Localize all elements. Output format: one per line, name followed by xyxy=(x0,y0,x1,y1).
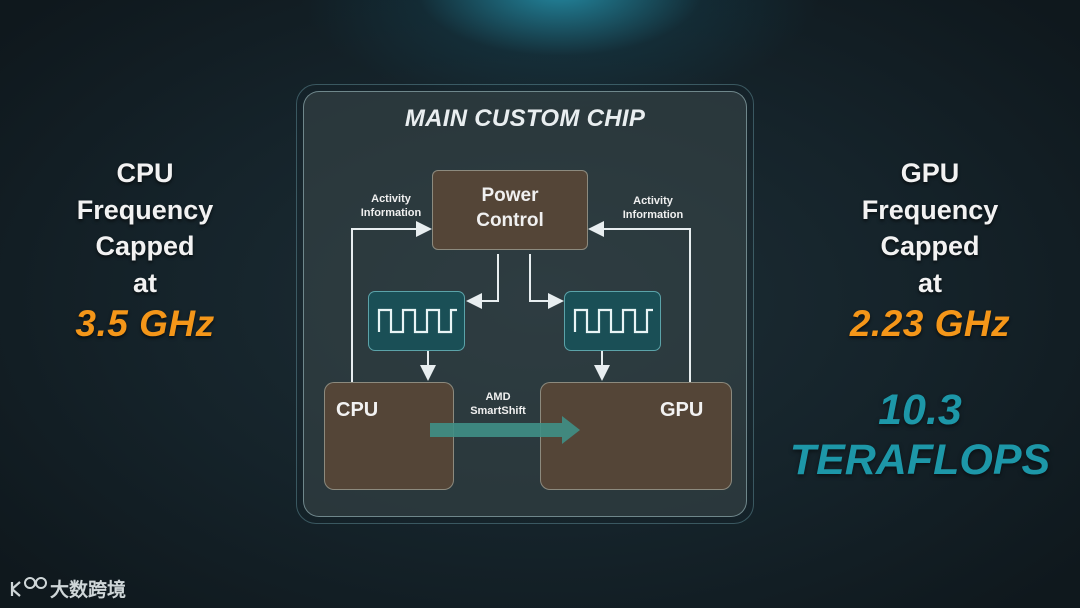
gpu-panel-line-4: at xyxy=(917,267,942,298)
power-control-line-2: Control xyxy=(476,210,544,231)
activity-left-line-1: Activity xyxy=(371,193,411,205)
gpu-frequency-value: 2.23 GHz xyxy=(849,303,1011,344)
chip-outer-frame xyxy=(296,84,754,524)
amd-line-1: AMD xyxy=(485,391,511,403)
cpu-clock-box xyxy=(368,291,465,351)
gpu-panel-line-1: GPU xyxy=(900,158,960,188)
gpu-clock-box xyxy=(564,291,661,351)
amd-line-2: SmartShift xyxy=(470,405,526,417)
cpu-panel-line-2: Frequency xyxy=(76,194,214,225)
watermark-text: 大数跨境 xyxy=(50,580,127,601)
power-to-gpu-clock-arrow xyxy=(529,254,564,309)
cpu-activity-arrow xyxy=(351,221,432,382)
power-control-box: Power Control xyxy=(432,170,588,250)
activity-left-line-2: Information xyxy=(360,207,422,219)
cpu-panel-line-1: CPU xyxy=(116,158,174,188)
amd-smartshift-label: AMD SmartShift xyxy=(458,390,538,418)
power-control-line-1: Power xyxy=(481,185,539,206)
chip-title: MAIN CUSTOM CHIP xyxy=(404,105,646,132)
power-to-cpu-clock-arrow xyxy=(466,254,499,309)
cpu-panel-line-4: at xyxy=(132,267,157,298)
clock-waveform-icon xyxy=(377,308,457,334)
cpu-frequency-value: 3.5 GHz xyxy=(75,303,215,344)
cpu-frequency-panel: CPU Frequency Capped at 3.5 GHz xyxy=(30,155,260,345)
cpu-label: CPU xyxy=(336,399,379,421)
watermark-logo-icon xyxy=(10,577,47,597)
gpu-panel-line-3: Capped xyxy=(880,231,980,261)
activity-right-line-2: Information xyxy=(622,209,684,221)
teraflops-value: 10.3 TERAFLOPS xyxy=(770,385,1070,485)
activity-information-left: Activity Information xyxy=(348,192,434,220)
smartshift-arrow-icon xyxy=(430,416,580,444)
teraflops-number: 10.3 xyxy=(878,386,962,434)
clock-waveform-icon xyxy=(573,308,653,334)
gpu-panel-line-2: Frequency xyxy=(861,194,999,225)
cpu-panel-line-3: Capped xyxy=(95,231,195,261)
teraflops-unit: TERAFLOPS xyxy=(789,436,1051,484)
gpu-frequency-panel: GPU Frequency Capped at 2.23 GHz xyxy=(810,155,1050,345)
gpu-label: GPU xyxy=(660,399,704,421)
gpu-activity-arrow xyxy=(588,221,691,382)
activity-information-right: Activity Information xyxy=(608,194,698,222)
activity-right-line-1: Activity xyxy=(633,195,673,207)
